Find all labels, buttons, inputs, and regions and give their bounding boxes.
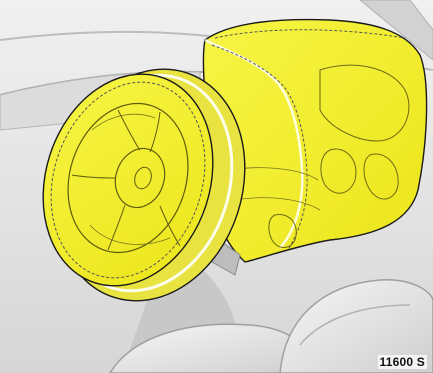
reference-code: 11600 S	[378, 355, 427, 369]
